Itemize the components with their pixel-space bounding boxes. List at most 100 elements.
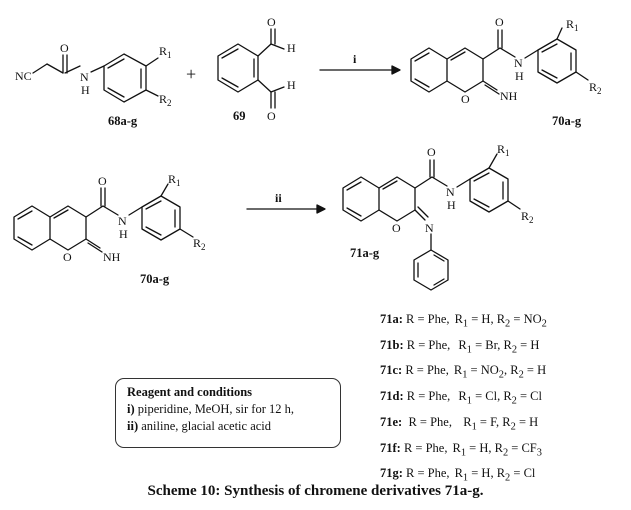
arrow-label-ii: ii (275, 191, 282, 205)
r2-label: R2 (159, 92, 172, 108)
substituent-r: R = Phe, (406, 312, 450, 326)
substituent-r: R = Phe, (403, 440, 448, 455)
phenyl-ring (469, 167, 509, 213)
bond (53, 209, 69, 219)
bond (456, 178, 471, 188)
substituent-code: 71f: (380, 440, 401, 455)
bond (145, 89, 159, 97)
compound-68: NC O N H R1 R2 68a-g (15, 41, 172, 128)
phenyl-ring (141, 195, 181, 241)
substituent-r2: H (529, 414, 539, 429)
nitrile-label: NC (15, 69, 32, 83)
aldehyde-h-label-2: H (287, 78, 296, 92)
substituent-r1: NO (480, 363, 499, 378)
bond (160, 183, 169, 197)
bond (17, 236, 33, 246)
amide-n-label: N (118, 214, 127, 228)
bond (90, 65, 105, 73)
bond (32, 63, 48, 74)
benzene-ring (217, 43, 259, 93)
bond (128, 206, 143, 216)
amide-h-label: H (119, 227, 128, 241)
bond (414, 209, 426, 221)
substituent-r2: Cl (523, 466, 536, 481)
compound-69: O H O H 69 (217, 15, 296, 123)
bond (346, 207, 362, 217)
imino-nh-label: NH (500, 89, 518, 103)
substituent-r: R = Phe, (405, 363, 449, 378)
pyran-ring (378, 176, 416, 222)
substituent-r: R = Phe, (406, 389, 451, 404)
bond (556, 27, 563, 40)
bond (102, 205, 119, 216)
bond (107, 87, 125, 98)
substituent-item: 71c: R = Phe,R1 = NO2, R2 = H (380, 363, 547, 381)
bond (46, 63, 64, 74)
condition-step-2-number: ii) (127, 419, 139, 433)
bond (499, 47, 516, 58)
aldehyde-o-label-2: O (267, 109, 276, 123)
substituent-r2: CF (521, 440, 537, 455)
amide-n-label: N (80, 70, 89, 84)
condition-step-1: i) piperidine, MeOH, sir for 12 h, (127, 401, 340, 418)
substituent-item: 71f: R = Phe,R1 = H, R2 = CF3 (380, 440, 542, 459)
r1-label: R1 (566, 17, 579, 33)
substituent-item: 71b: R = Phe, R1 = Br, R2 = H (380, 337, 540, 356)
bond (107, 58, 125, 69)
n-phenyl-ring (413, 249, 449, 291)
r2-label: R2 (193, 236, 206, 252)
substituent-r1: Cl (485, 389, 498, 404)
imine-n-label: N (425, 221, 434, 235)
plus-sign: + (186, 64, 196, 84)
arrow-label-i: i (353, 52, 357, 66)
substituent-r2: H (537, 363, 547, 378)
benzo-ring (342, 176, 380, 222)
compound-label-71: 71a-g (350, 246, 380, 260)
amide-o-label: O (98, 174, 107, 188)
amide-h-label: H (81, 83, 90, 97)
amide-h-label: H (447, 198, 456, 212)
bond (145, 226, 162, 236)
substituent-r2: NO (523, 312, 542, 326)
substituent-code: 71c: (380, 363, 403, 378)
bond (382, 180, 398, 190)
r2-label: R2 (521, 209, 534, 225)
pyran-ring (446, 47, 484, 93)
amide-h-label: H (515, 69, 524, 83)
condition-step-2-text: aniline, glacial acetic acid (141, 419, 272, 433)
arrow-step-1: i (319, 52, 401, 75)
bond (64, 65, 81, 74)
amide-o-label: O (495, 15, 504, 29)
condition-step-2: ii) aniline, glacial acetic acid (127, 418, 340, 435)
bond (473, 198, 490, 208)
substituent-r2-sub: 3 (536, 447, 542, 459)
bond (575, 71, 589, 81)
bond (482, 47, 501, 60)
ring-o-label: O (392, 221, 401, 235)
bond (414, 78, 430, 88)
bond (85, 205, 104, 218)
bond (414, 52, 430, 62)
substituent-r: R = Phe, (408, 414, 452, 429)
condition-step-1-text: piperidine, MeOH, sir for 12 h, (137, 402, 294, 416)
bond (257, 79, 272, 93)
compound-71: O N O N H R1 R2 71a-g (342, 142, 534, 291)
compound-label-69: 69 (233, 109, 246, 123)
arrow-step-2: ii (246, 191, 326, 214)
pyran-ring (49, 205, 87, 251)
conditions-box: Reagent and conditions i) piperidine, Me… (115, 378, 341, 448)
substituent-r: R = Phe, (406, 337, 451, 352)
bond (431, 176, 448, 187)
r1-label: R1 (497, 142, 510, 158)
amide-n-label: N (446, 185, 455, 199)
bond (414, 176, 433, 189)
ring-o-label: O (63, 250, 72, 264)
bond (507, 200, 521, 210)
ring-o-label: O (461, 92, 470, 106)
substituent-item: 71a: R = Phe,R1 = H, R2 = NO2 (380, 312, 547, 330)
compound-70-top: O NH O N H R1 R2 70a-g (410, 15, 602, 128)
bond (433, 278, 445, 286)
bond (221, 48, 239, 59)
bond (145, 57, 159, 67)
